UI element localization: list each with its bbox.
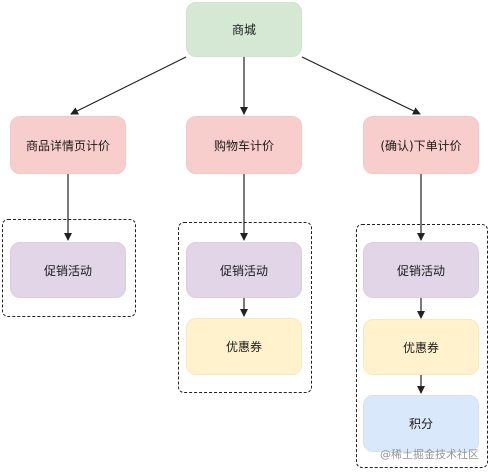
coupon-order-node: 优惠券 xyxy=(363,319,479,375)
promo-cart-label: 促销活动 xyxy=(219,263,268,278)
promo-detail-node: 促销活动 xyxy=(10,242,126,298)
cart-price-node: 购物车计价 xyxy=(186,116,302,174)
coupon-cart-label: 优惠券 xyxy=(225,340,262,354)
cart-group xyxy=(178,222,312,393)
edge-mall-to-order xyxy=(301,56,421,115)
promo-cart-node: 促销活动 xyxy=(186,242,302,298)
promo-detail-label: 促销活动 xyxy=(43,263,92,278)
mall-node-label: 商城 xyxy=(231,23,256,37)
detail-price-node: 商品详情页计价 xyxy=(10,116,126,174)
order-price-node: (确认)下单计价 xyxy=(363,116,479,174)
points-order-label: 积分 xyxy=(408,417,433,431)
cart-price-label: 购物车计价 xyxy=(213,138,274,153)
detail-price-label: 商品详情页计价 xyxy=(25,138,110,153)
points-order-node: 积分 xyxy=(363,395,479,452)
mall-node: 商城 xyxy=(186,2,302,57)
promo-order-label: 促销活动 xyxy=(396,263,445,278)
order-group xyxy=(356,224,488,468)
edge-mall-to-detail xyxy=(70,56,187,115)
coupon-cart-node: 优惠券 xyxy=(186,318,302,375)
order-price-label: (确认)下单计价 xyxy=(380,138,462,153)
detail-group xyxy=(2,219,136,317)
watermark: @稀土掘金技术社区 xyxy=(380,448,479,461)
promo-order-node: 促销活动 xyxy=(363,242,479,298)
coupon-order-label: 优惠券 xyxy=(402,340,439,355)
